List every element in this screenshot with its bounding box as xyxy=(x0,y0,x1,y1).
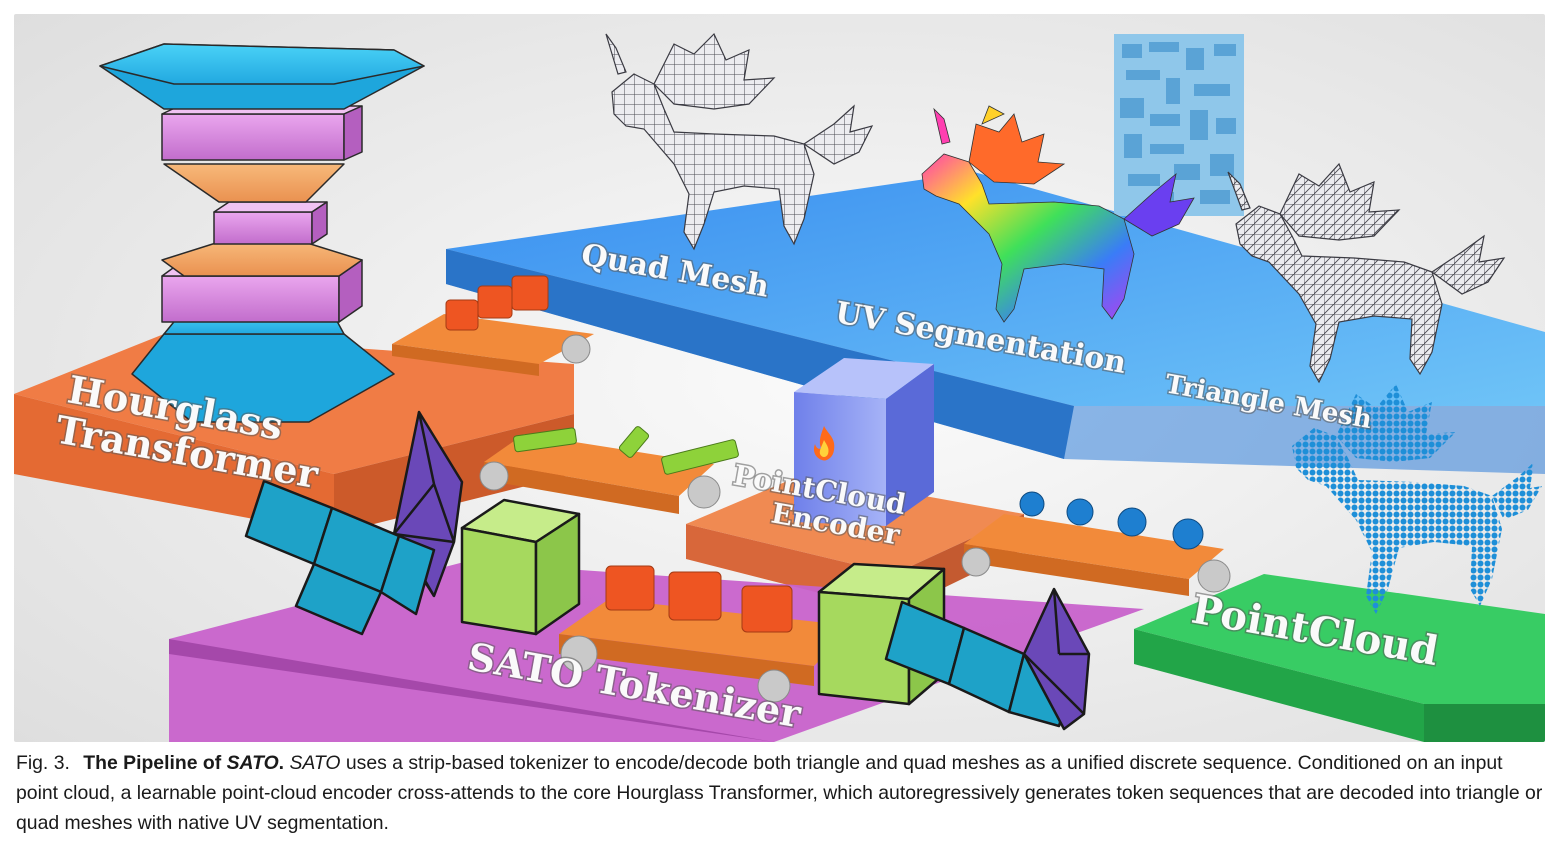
caption-title: The Pipeline of SATO. xyxy=(83,752,284,774)
caption-label: Fig. 3. xyxy=(16,752,70,774)
figure-caption: Fig. 3. The Pipeline of SATO. SATO uses … xyxy=(16,748,1546,838)
caption-title-prefix: The Pipeline of xyxy=(83,752,226,774)
pipeline-figure: Hourglass Transformer Quad Mesh UV Segme… xyxy=(14,14,1545,742)
caption-body-em: SATO xyxy=(289,752,340,774)
caption-title-suffix: . xyxy=(279,752,284,774)
uv-atlas-panel xyxy=(1114,34,1244,216)
quad-cube-left xyxy=(462,500,579,634)
caption-title-em: SATO xyxy=(227,752,279,774)
